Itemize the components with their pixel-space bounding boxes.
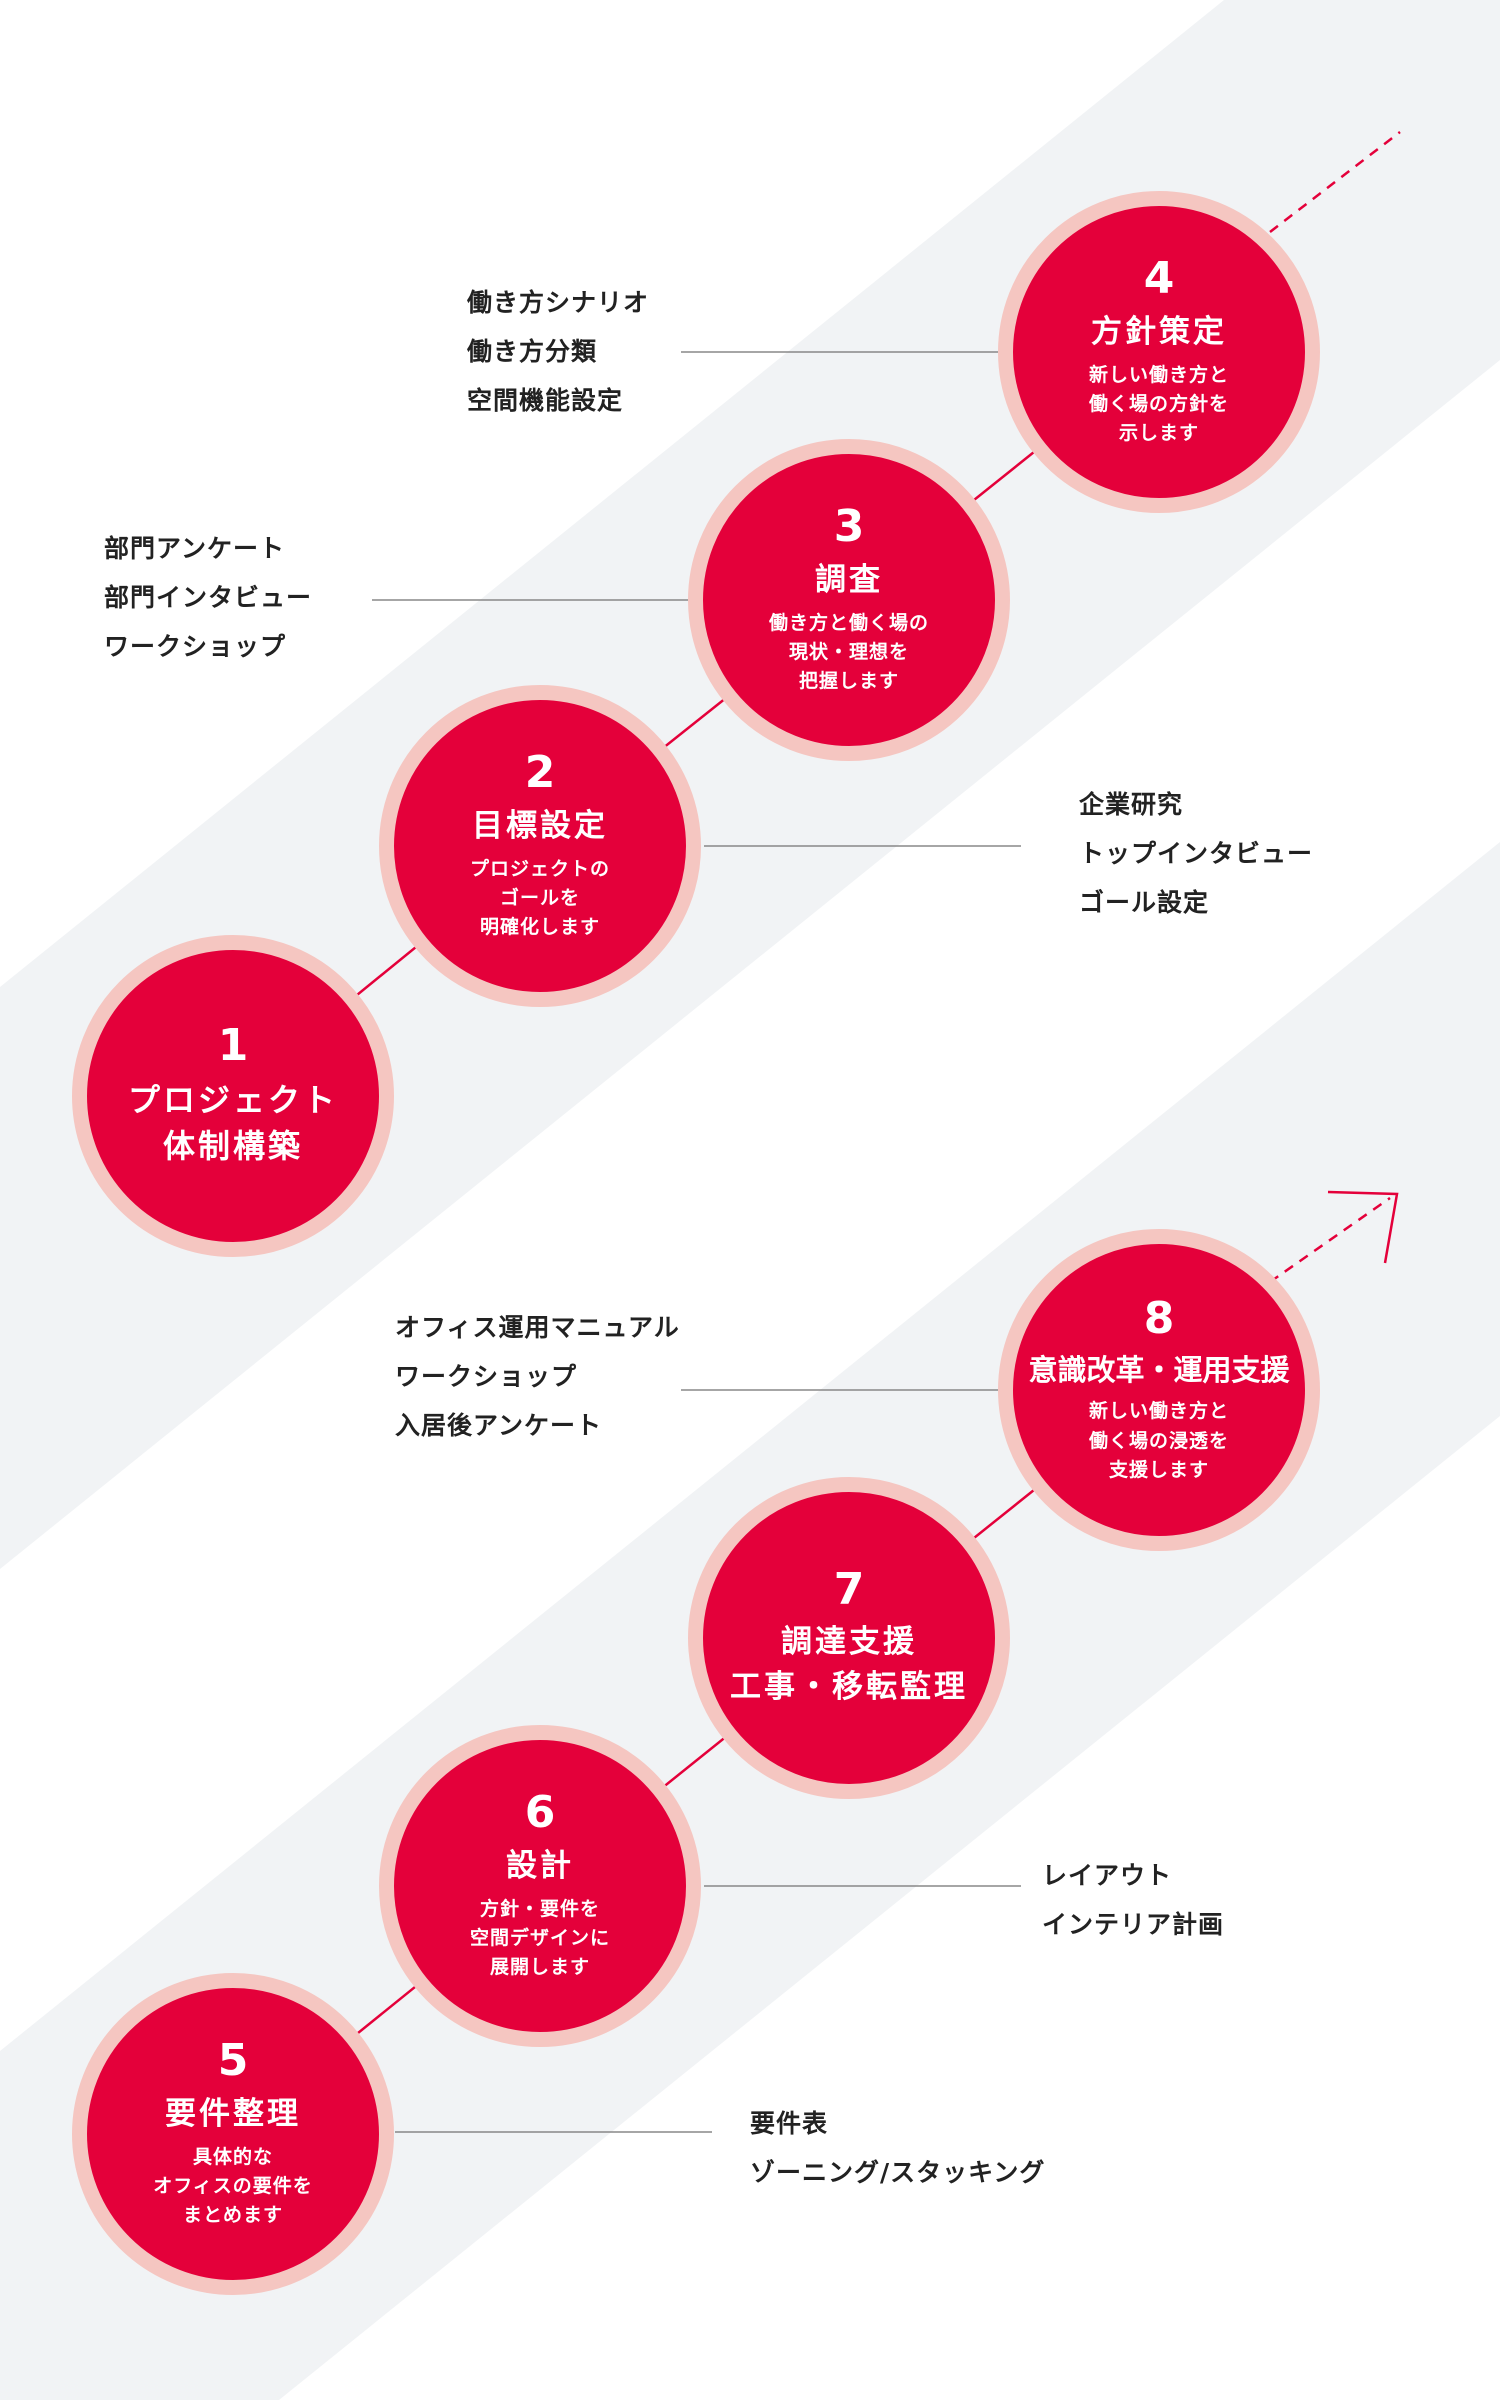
step-number: 3 <box>833 501 865 553</box>
activity-item: インテリア計画 <box>1042 1910 1225 1939</box>
activity-item: 部門インタビュー <box>104 583 313 612</box>
step-number: 2 <box>524 747 556 799</box>
step-number: 6 <box>524 1787 556 1839</box>
step-number: 8 <box>1143 1292 1175 1344</box>
activity-item: 働き方シナリオ <box>467 288 650 317</box>
dashed-continuation-bottom <box>1269 1196 1391 1284</box>
activity-item: 入居後アンケート <box>395 1411 603 1440</box>
step-description: 新しい働き方と 働く場の方針を 示します <box>1088 363 1229 445</box>
step-title: 意識改革・運用支援 <box>1028 1353 1290 1388</box>
activity-item: オフィス運用マニュアル <box>395 1313 680 1342</box>
step-5-activities: 要件表 ゾーニング/スタッキング <box>750 2099 1045 2197</box>
step-8-circle: 8 意識改革・運用支援 新しい働き方と 働く場の浸透を 支援します <box>998 1229 1320 1551</box>
step-description: 働き方と働く場の 現状・理想を 把握します <box>768 611 929 693</box>
dashed-continuation-top <box>1269 131 1401 233</box>
step-title: 方針策定 <box>1091 313 1227 350</box>
arrow-head-icon <box>1327 1190 1399 1264</box>
activity-item: 要件表 <box>750 2109 829 2138</box>
step-1-circle: 1 プロジェクト 体制構築 <box>72 935 394 1257</box>
step-3-activities: 部門アンケート 部門インタビュー ワークショップ <box>104 524 312 671</box>
step-number: 5 <box>217 2035 249 2087</box>
step-2-circle: 2 目標設定 プロジェクトの ゴールを 明確化します <box>379 685 701 1007</box>
step-2-activities: 企業研究 トップインタビュー ゴール設定 <box>1079 780 1313 927</box>
step-8-activities: オフィス運用マニュアル ワークショップ 入居後アンケート <box>395 1303 680 1450</box>
activity-item: ゾーニング/スタッキング <box>750 2158 1046 2187</box>
step-title: プロジェクト 体制構築 <box>127 1080 338 1166</box>
step-title: 目標設定 <box>472 807 608 844</box>
step-description: プロジェクトの ゴールを 明確化します <box>469 857 610 939</box>
activity-item: レイアウト <box>1042 1861 1173 1890</box>
step-7-circle: 7 調達支援 工事・移転監理 <box>688 1477 1010 1799</box>
step-title: 調査 <box>815 561 883 598</box>
step-4-activities: 働き方シナリオ 働き方分類 空間機能設定 <box>467 278 649 425</box>
step-5-circle: 5 要件整理 具体的な オフィスの要件を まとめます <box>72 1973 394 2295</box>
activity-item: ワークショップ <box>395 1362 578 1391</box>
activity-item: ワークショップ <box>104 632 287 661</box>
step-title: 調達支援 工事・移転監理 <box>730 1624 968 1706</box>
activity-item: 空間機能設定 <box>467 386 624 415</box>
activity-item: トップインタビュー <box>1079 839 1314 868</box>
step-description: 方針・要件を 空間デザインに 展開します <box>469 1897 610 1979</box>
step-3-circle: 3 調査 働き方と働く場の 現状・理想を 把握します <box>688 439 1010 761</box>
step-title: 設計 <box>506 1847 574 1884</box>
step-number: 4 <box>1143 253 1175 305</box>
activity-item: 部門アンケート <box>104 534 286 563</box>
step-number: 1 <box>217 1020 249 1072</box>
step-description: 具体的な オフィスの要件を まとめます <box>153 2145 313 2227</box>
step-description: 新しい働き方と 働く場の浸透を 支援します <box>1088 1400 1229 1481</box>
step-4-circle: 4 方針策定 新しい働き方と 働く場の方針を 示します <box>998 191 1320 513</box>
activity-item: 企業研究 <box>1079 790 1184 819</box>
activity-item: 働き方分類 <box>467 337 598 366</box>
step-number: 7 <box>833 1563 865 1615</box>
step-6-circle: 6 設計 方針・要件を 空間デザインに 展開します <box>379 1725 701 2047</box>
step-title: 要件整理 <box>165 2095 301 2132</box>
activity-item: ゴール設定 <box>1079 888 1210 917</box>
step-6-activities: レイアウト インテリア計画 <box>1042 1851 1224 1949</box>
